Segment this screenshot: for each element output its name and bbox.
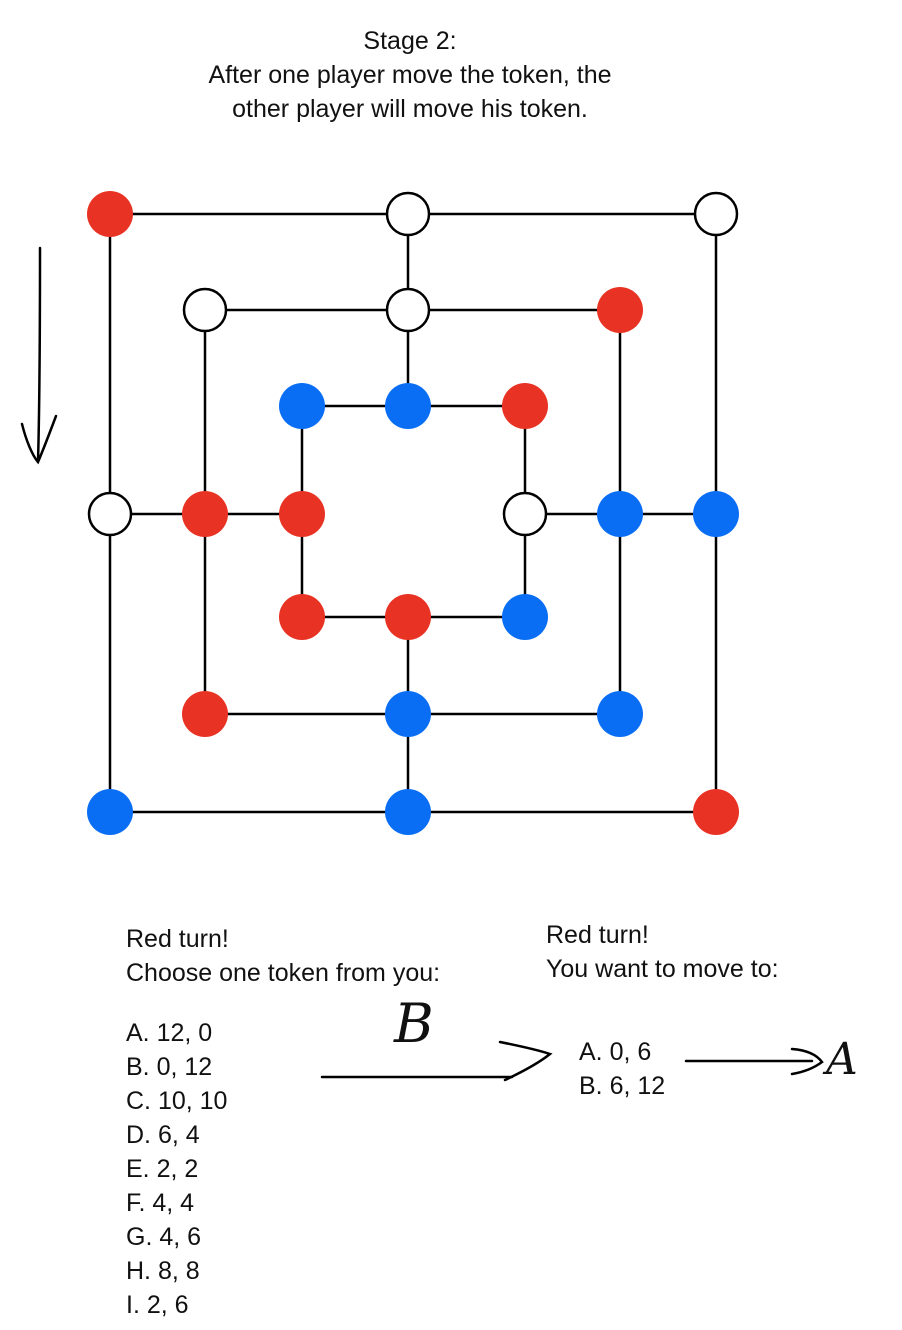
outer-ml-empty-spot[interactable] — [87, 491, 133, 537]
token-option[interactable]: B. 0, 12 — [126, 1053, 213, 1081]
middle-ml-red-token[interactable] — [182, 491, 228, 537]
token-option[interactable]: F. 4, 4 — [126, 1189, 195, 1217]
token-option[interactable]: I. 2, 6 — [126, 1291, 189, 1319]
right-turn-label: Red turn! — [546, 921, 649, 949]
inner-br-blue-token[interactable] — [502, 594, 548, 640]
inner-mr-empty-spot[interactable] — [502, 491, 548, 537]
inner-ml-red-token[interactable] — [279, 491, 325, 537]
inner-bl-red-token[interactable] — [279, 594, 325, 640]
handwritten-choice-b: B — [394, 992, 434, 1055]
inner-tl-blue-token[interactable] — [279, 383, 325, 429]
left-turn-label: Red turn! — [126, 925, 229, 953]
middle-br-blue-token[interactable] — [597, 691, 643, 737]
middle-tl-empty-spot[interactable] — [182, 287, 228, 333]
outer-bm-blue-token[interactable] — [385, 789, 431, 835]
left-prompt: Choose one token from you: — [126, 959, 441, 987]
arrow-to-final-choice — [684, 1047, 824, 1076]
middle-bm-blue-token[interactable] — [385, 691, 431, 737]
board-tokens — [87, 191, 739, 835]
middle-tr-red-token[interactable] — [597, 287, 643, 333]
inner-tm-blue-token[interactable] — [385, 383, 431, 429]
token-options-list: A. 12, 0 B. 0, 12 C. 10, 10 D. 6, 4 E. 2, 2 F… — [126, 1016, 227, 1322]
inner-bm-red-token[interactable] — [385, 594, 431, 640]
middle-tm-empty-spot[interactable] — [385, 287, 431, 333]
right-panel: Red turn! You want to move to: — [546, 918, 779, 986]
outer-tr-empty-spot[interactable] — [693, 191, 739, 237]
token-option[interactable]: G. 4, 6 — [126, 1223, 202, 1251]
right-prompt: You want to move to: — [546, 955, 779, 983]
token-option[interactable]: H. 8, 8 — [126, 1257, 200, 1285]
left-panel: Red turn! Choose one token from you: — [126, 922, 440, 990]
stage-description-line-1: After one player move the token, the — [208, 61, 612, 89]
outer-mr-blue-token[interactable] — [693, 491, 739, 537]
inner-tr-red-token[interactable] — [502, 383, 548, 429]
move-option[interactable]: A. 0, 6 — [579, 1038, 652, 1066]
move-option[interactable]: B. 6, 12 — [579, 1072, 666, 1100]
handwritten-choice-a: A — [826, 1034, 858, 1085]
outer-tm-empty-spot[interactable] — [385, 191, 431, 237]
stage-header: Stage 2: After one player move the token… — [0, 24, 820, 126]
token-option[interactable]: E. 2, 2 — [126, 1155, 199, 1183]
outer-tl-red-token[interactable] — [87, 191, 133, 237]
token-option[interactable]: A. 12, 0 — [126, 1019, 213, 1047]
outer-bl-blue-token[interactable] — [87, 789, 133, 835]
arrow-to-move-options — [320, 1040, 553, 1082]
move-options-list: A. 0, 6 B. 6, 12 — [579, 1035, 665, 1103]
token-option[interactable]: D. 6, 4 — [126, 1121, 200, 1149]
token-option[interactable]: C. 10, 10 — [126, 1087, 228, 1115]
stage-description-line-2: other player will move his token. — [232, 95, 588, 123]
down-arrow-icon — [20, 246, 58, 465]
middle-mr-blue-token[interactable] — [597, 491, 643, 537]
stage-title: Stage 2: — [363, 27, 457, 55]
outer-br-red-token[interactable] — [693, 789, 739, 835]
middle-bl-red-token[interactable] — [182, 691, 228, 737]
